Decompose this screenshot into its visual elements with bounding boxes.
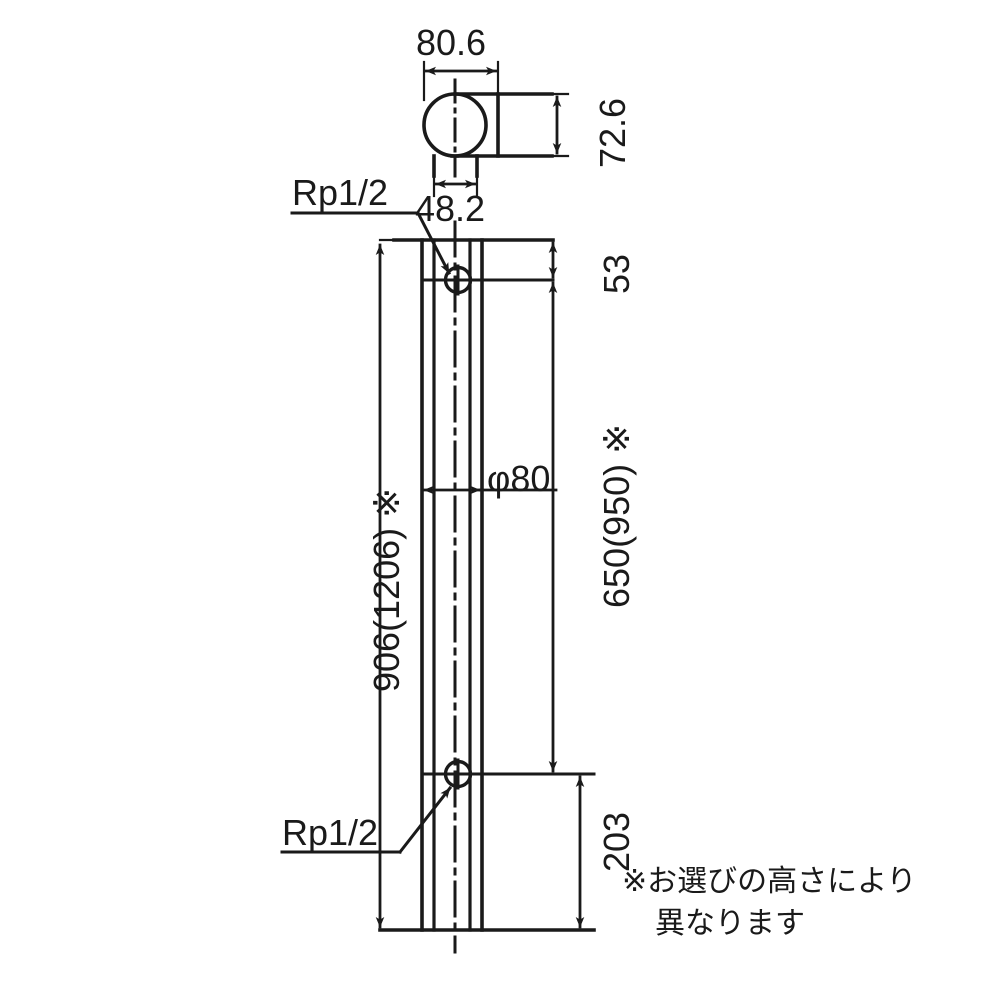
- dim-label-72-6: 72.6: [592, 97, 633, 168]
- note-line-1: ※お選びの高さにより: [622, 864, 917, 899]
- leader-bottom-arrow: [397, 785, 453, 855]
- thread-label-bottom: Rp1/2: [282, 812, 379, 853]
- dim-label-phi80: φ80: [487, 458, 551, 499]
- leader-top-arrow: [415, 210, 452, 276]
- dim-label-650-950: 650(950) ※: [596, 423, 637, 608]
- dim-label-53: 53: [596, 253, 637, 294]
- dim-label-48-2: 48.2: [415, 188, 486, 229]
- dim-label-906-1206: 906(1206) ※: [366, 487, 407, 692]
- thread-label-top: Rp1/2: [292, 172, 389, 213]
- dim-label-80-6: 80.6: [416, 22, 487, 63]
- note-line-2: 異なります: [655, 906, 805, 941]
